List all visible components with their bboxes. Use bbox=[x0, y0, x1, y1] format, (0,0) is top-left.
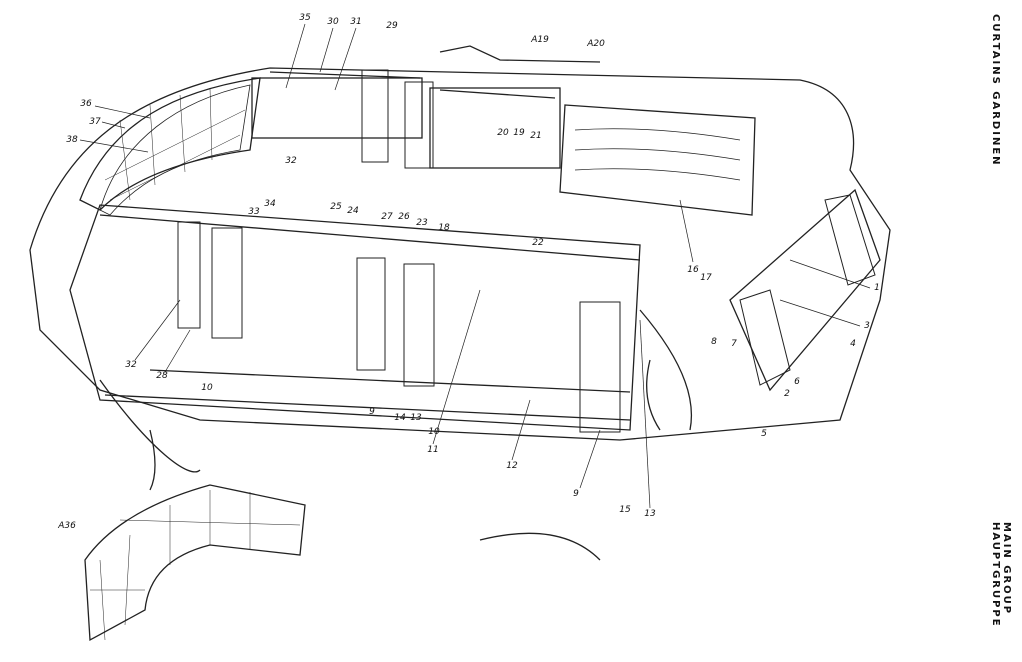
part-label: 13 bbox=[644, 509, 656, 519]
part-label: A20 bbox=[587, 39, 605, 49]
sliding-roof-panel-16 bbox=[559, 104, 756, 216]
part-label: 14 bbox=[394, 413, 406, 423]
group-title: MAIN GROUP HAUPTGRUPPE bbox=[990, 522, 1012, 662]
part-label: 34 bbox=[264, 199, 276, 209]
part-label: 29 bbox=[386, 21, 398, 31]
roof-window-left bbox=[251, 77, 423, 139]
section-title: CURTAINS GARDINEN bbox=[990, 14, 1001, 167]
part-label: 10 bbox=[428, 427, 440, 437]
part-label: 25 bbox=[330, 202, 342, 212]
part-label: 19 bbox=[513, 128, 525, 138]
part-label: 36 bbox=[80, 99, 92, 109]
part-label: 1 bbox=[874, 283, 880, 293]
roof-outline bbox=[29, 67, 891, 441]
part-label: 4 bbox=[850, 339, 856, 349]
part-label: A36 bbox=[58, 521, 76, 531]
part-label: 35 bbox=[299, 13, 311, 23]
section-title-de: GARDINEN bbox=[990, 91, 1001, 167]
part-label: 31 bbox=[350, 17, 362, 27]
part-label: 27 bbox=[381, 212, 393, 222]
part-label: 10 bbox=[201, 383, 213, 393]
group-title-de: HAUPTGRUPPE bbox=[990, 522, 1001, 628]
part-label: 28 bbox=[156, 371, 168, 381]
part-label: 5 bbox=[761, 429, 767, 439]
part-label: 9 bbox=[369, 407, 375, 417]
part-label: 16 bbox=[687, 265, 699, 275]
part-label: 17 bbox=[700, 273, 712, 283]
front-net-grid bbox=[104, 87, 246, 201]
part-label: 32 bbox=[285, 156, 297, 166]
part-label: 8 bbox=[711, 337, 717, 347]
part-label: A19 bbox=[531, 35, 549, 45]
part-label: 22 bbox=[532, 238, 544, 248]
rear-window bbox=[729, 188, 881, 392]
side-window-frame bbox=[69, 204, 641, 431]
group-title-en: MAIN GROUP bbox=[1001, 522, 1012, 616]
rail-A19 bbox=[439, 45, 601, 63]
part-label: 11 bbox=[427, 445, 439, 455]
part-label: 33 bbox=[248, 207, 260, 217]
part-label: 7 bbox=[731, 339, 737, 349]
front-net bbox=[99, 84, 251, 216]
roof-window-right bbox=[429, 87, 561, 169]
part-label: 3 bbox=[864, 321, 870, 331]
part-label: 26 bbox=[398, 212, 410, 222]
curtains bbox=[177, 69, 876, 433]
part-label: 12 bbox=[506, 461, 518, 471]
part-label: 13 bbox=[410, 413, 422, 423]
part-label: 21 bbox=[530, 131, 542, 141]
net-A36 bbox=[84, 484, 306, 642]
section-title-en: CURTAINS bbox=[990, 14, 1001, 86]
part-label: 30 bbox=[327, 17, 339, 27]
part-label: 9 bbox=[573, 489, 579, 499]
leader-lines bbox=[79, 23, 871, 509]
part-label: 37 bbox=[89, 117, 101, 127]
part-label: 24 bbox=[347, 206, 359, 216]
part-label: 18 bbox=[438, 223, 450, 233]
part-label: 15 bbox=[619, 505, 631, 515]
part-label: 20 bbox=[497, 128, 509, 138]
part-label: 38 bbox=[66, 135, 78, 145]
part-label: 23 bbox=[416, 218, 428, 228]
part-label: 6 bbox=[794, 377, 800, 387]
part-label: 2 bbox=[784, 389, 790, 399]
part-label: 32 bbox=[125, 360, 137, 370]
